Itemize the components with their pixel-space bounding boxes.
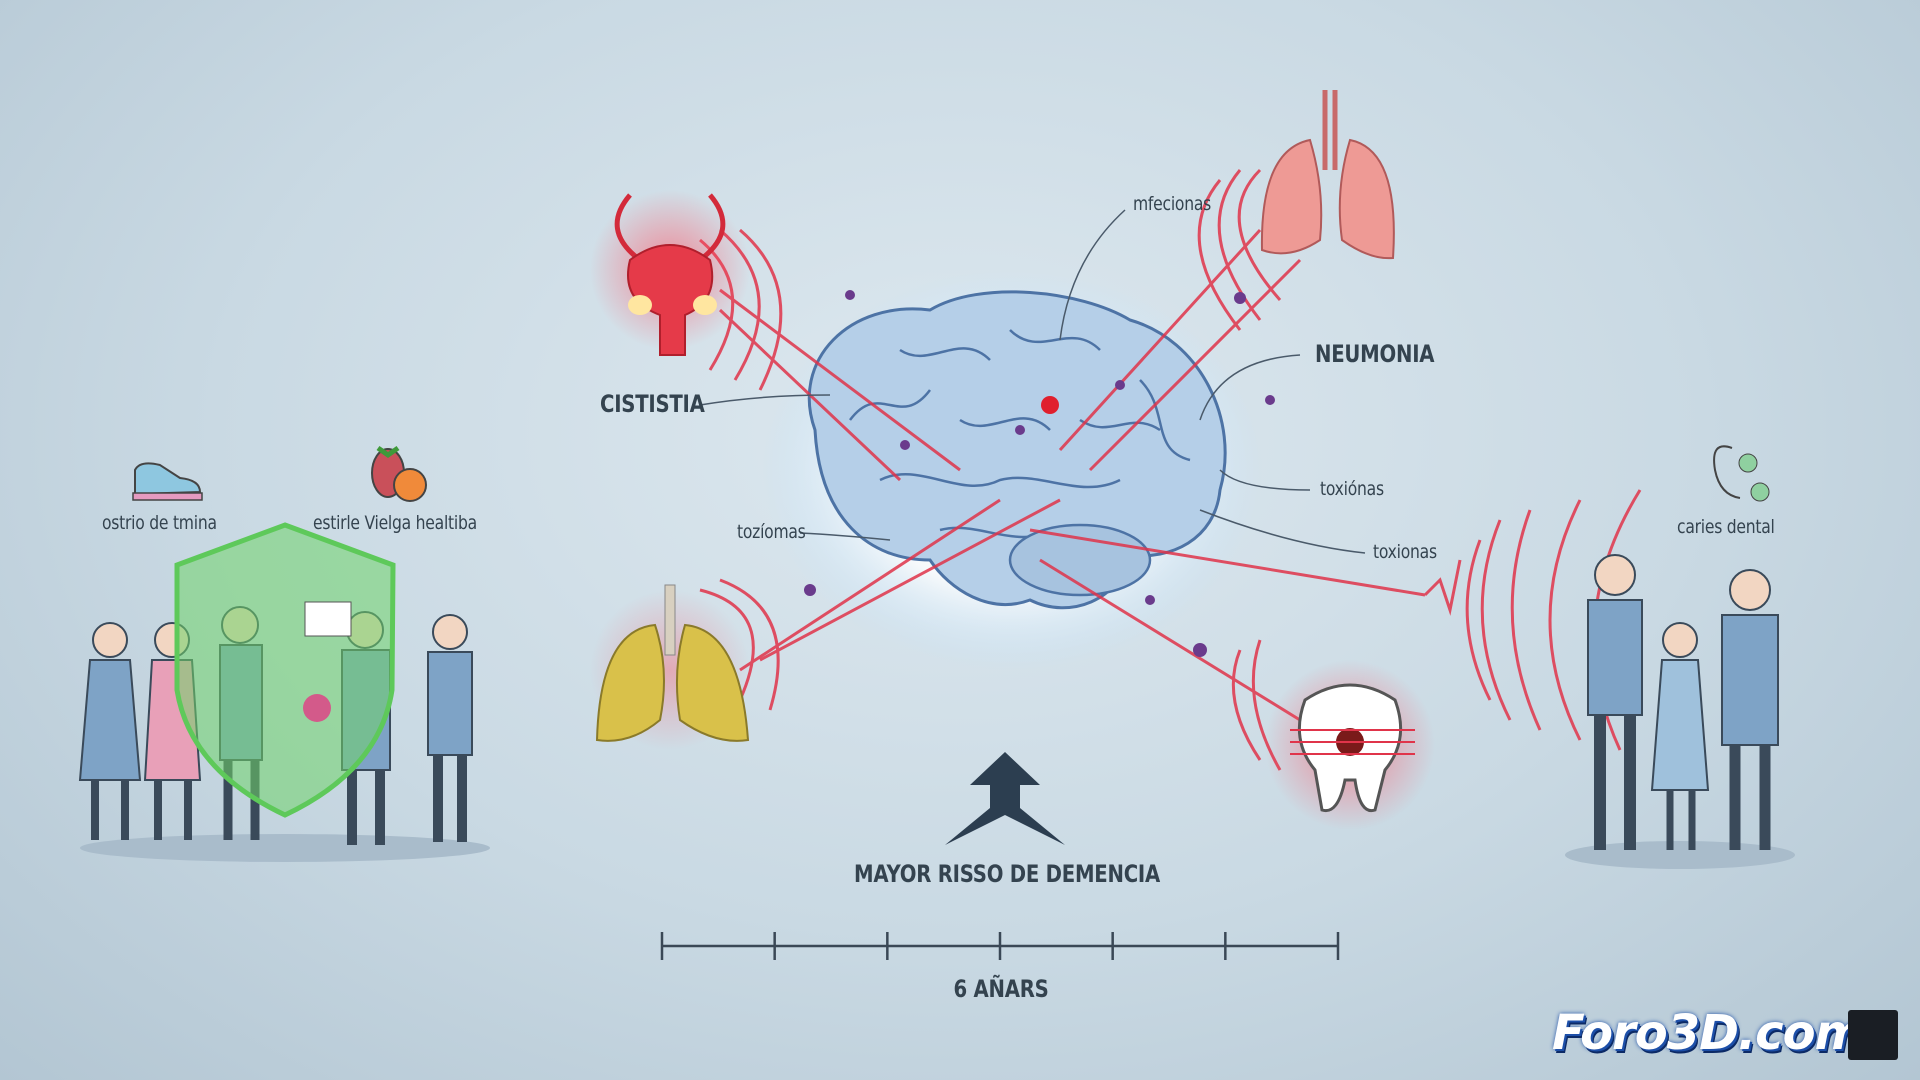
pathogen-dots — [804, 290, 1275, 657]
label-toxinas-right-2: toxionas — [1373, 541, 1437, 563]
label-cistitis: CISTISTIA — [600, 390, 705, 418]
logo-eye-icon — [1848, 1010, 1898, 1060]
label-exercise: ostrio de tmina — [102, 512, 217, 534]
label-timeline: 6 AÑARS — [953, 975, 1049, 1003]
infected-lungs-icon — [590, 584, 750, 750]
label-risk: MAYOR RISSO DE DEMENCIA — [854, 860, 1160, 888]
leader-lines — [699, 209, 1366, 554]
people-group-left — [78, 445, 490, 862]
label-toxinas-right-1: toxiónas — [1320, 478, 1384, 500]
up-arrow-icon — [945, 752, 1065, 845]
bladder-icon — [590, 190, 750, 356]
tooth-icon — [1265, 660, 1435, 830]
label-toxinas-left: tozíomas — [737, 521, 806, 543]
label-neumonia: NEUMONIA — [1315, 340, 1435, 368]
foro3d-logo: Foro3D.com — [1552, 1005, 1865, 1061]
people-group-right — [1565, 445, 1795, 869]
label-healthy-lifestyle: estirle Vielga healtiba — [313, 512, 477, 534]
shoe-icon — [132, 462, 203, 501]
lungs-icon — [1260, 90, 1395, 260]
bacteria-icon — [1713, 445, 1741, 499]
shield-icon — [174, 522, 396, 818]
label-caries: caries dental — [1677, 516, 1775, 538]
book-icon — [304, 601, 352, 637]
brain-icon — [762, 270, 1262, 670]
bacteria-icon — [303, 694, 331, 722]
label-infecciones: mfecionas — [1133, 193, 1212, 215]
timeline — [660, 932, 1340, 960]
fruit-icon — [371, 445, 427, 502]
